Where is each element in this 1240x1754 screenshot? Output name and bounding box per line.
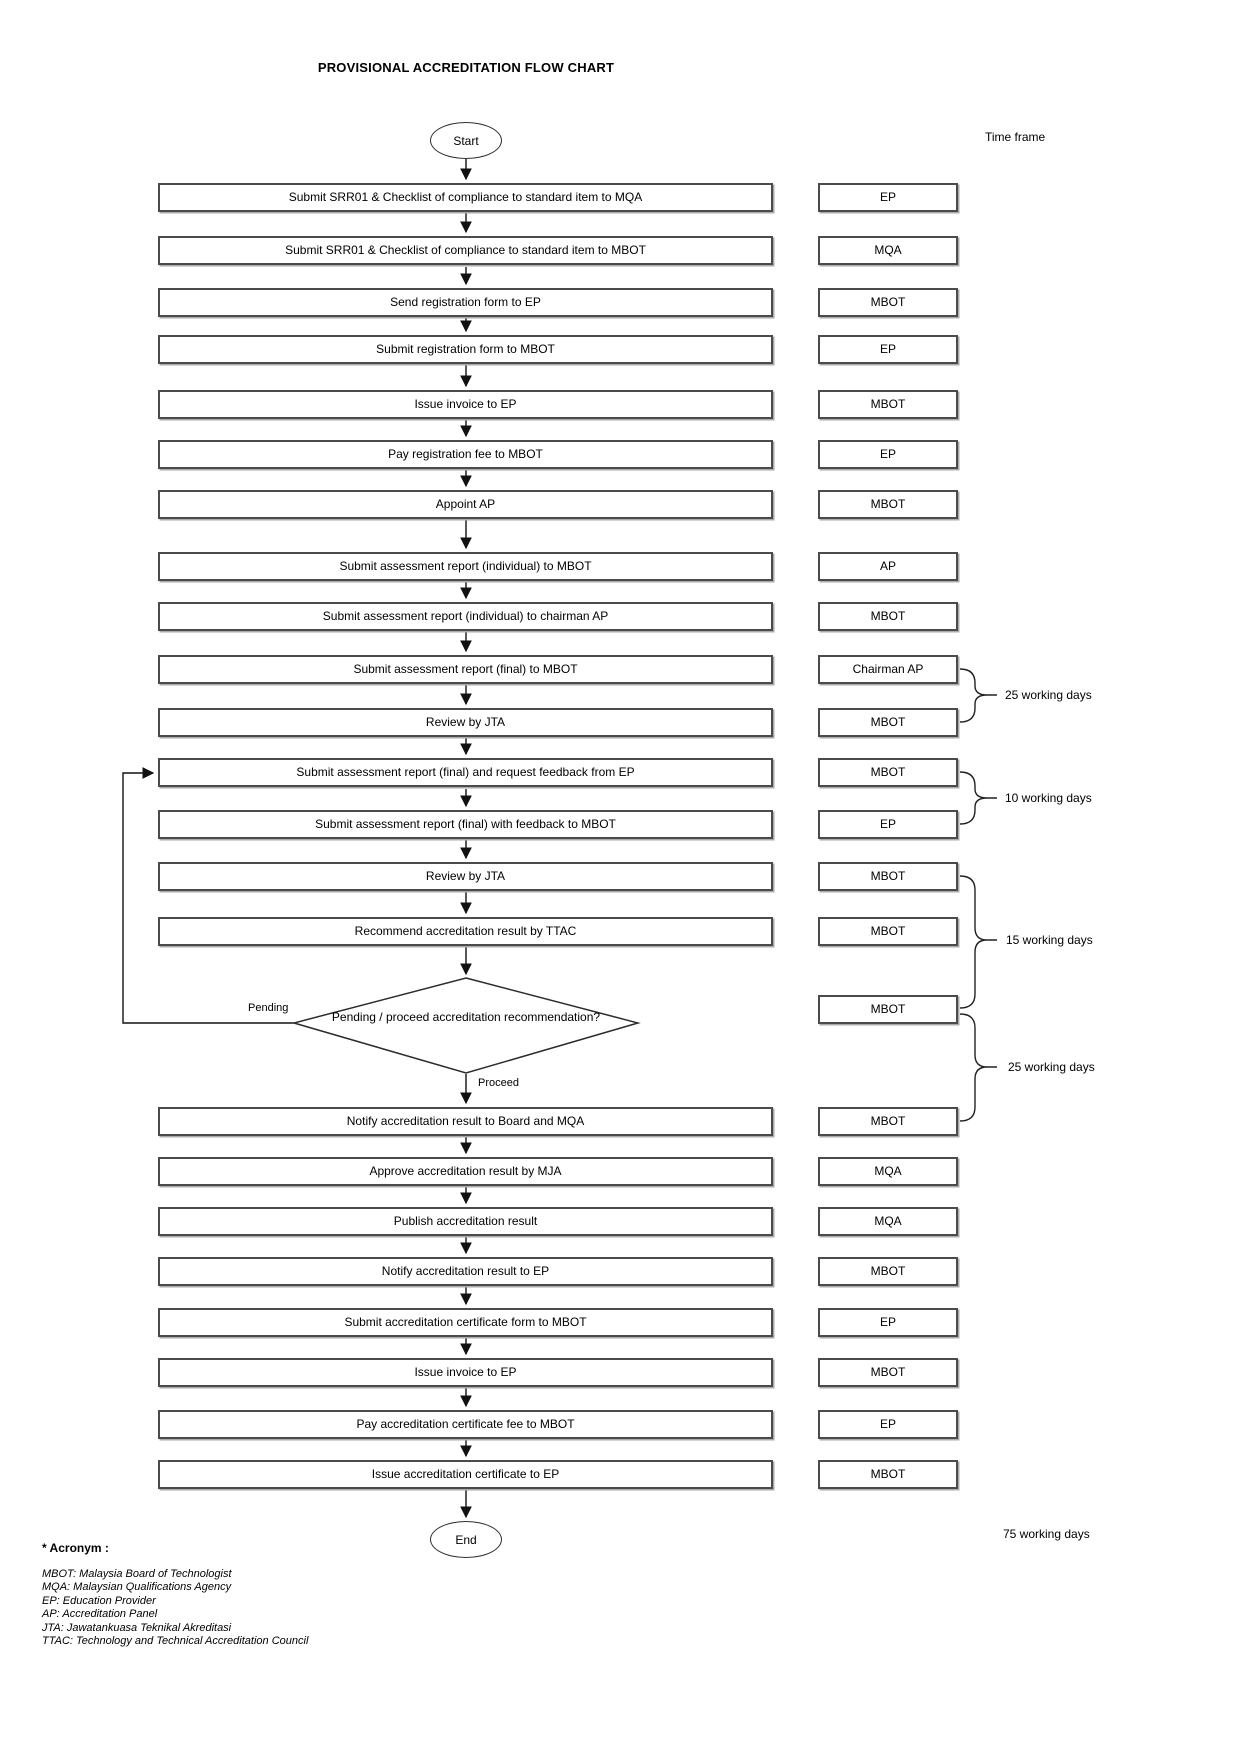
step-box: Submit accreditation certificate form to… <box>158 1308 773 1337</box>
step-box: Submit SRR01 & Checklist of compliance t… <box>158 236 773 265</box>
start-node: Start <box>430 122 502 159</box>
step-box: Submit assessment report (individual) to… <box>158 552 773 581</box>
actor-box: MBOT <box>818 917 958 946</box>
acronym-item: MBOT: Malaysia Board of Technologist <box>42 1568 232 1580</box>
acronym-legend: MBOT: Malaysia Board of Technologist MQA… <box>42 1568 308 1648</box>
step-box: Issue invoice to EP <box>158 390 773 419</box>
actor-box: AP <box>818 552 958 581</box>
step-box: Submit assessment report (individual) to… <box>158 602 773 631</box>
actor-box: MBOT <box>818 862 958 891</box>
actor-box: MBOT <box>818 1257 958 1286</box>
actor-box: MBOT <box>818 1460 958 1489</box>
actor-box: MBOT <box>818 1358 958 1387</box>
acronym-item: TTAC: Technology and Technical Accredita… <box>42 1635 309 1648</box>
actor-box: MBOT <box>818 602 958 631</box>
actor-box: MBOT <box>818 390 958 419</box>
actor-box: MQA <box>818 1157 958 1186</box>
step-box: Issue invoice to EP <box>158 1358 773 1387</box>
end-node: End <box>430 1521 502 1558</box>
bracket-15-days <box>959 875 997 1009</box>
step-box: Review by JTA <box>158 708 773 737</box>
actor-box: MQA <box>818 236 958 265</box>
step-box: Recommend accreditation result by TTAC <box>158 917 773 946</box>
step-box: Pay registration fee to MBOT <box>158 440 773 469</box>
step-box: Submit assessment report (final) with fe… <box>158 810 773 839</box>
step-box: Send registration form to EP <box>158 288 773 317</box>
step-box: Review by JTA <box>158 862 773 891</box>
decision-diamond <box>291 977 641 1074</box>
step-box: Publish accreditation result <box>158 1207 773 1236</box>
bracket-25-days-2 <box>959 1013 997 1122</box>
step-box: Appoint AP <box>158 490 773 519</box>
branch-pending-label: Pending <box>248 1002 289 1014</box>
actor-box: EP <box>818 183 958 212</box>
actor-box: EP <box>818 440 958 469</box>
acronym-item: EP: Education Provider <box>42 1594 156 1607</box>
timeframe-label: 10 working days <box>1005 791 1092 805</box>
step-box: Approve accreditation result by MJA <box>158 1157 773 1186</box>
actor-box: MBOT <box>818 288 958 317</box>
timeframe-column-header: Time frame <box>985 130 1046 144</box>
actor-box: MBOT <box>818 1107 958 1136</box>
timeframe-label: 25 working days <box>1005 688 1092 702</box>
step-box: Submit assessment report (final) and req… <box>158 758 773 787</box>
actor-box: EP <box>818 1410 958 1439</box>
bracket-10-days <box>959 771 997 825</box>
timeframe-label: 15 working days <box>1006 933 1093 947</box>
actor-box: Chairman AP <box>818 655 958 684</box>
step-box: Notify accreditation result to Board and… <box>158 1107 773 1136</box>
step-box: Submit registration form to MBOT <box>158 335 773 364</box>
actor-box: EP <box>818 810 958 839</box>
timeframe-brackets <box>959 668 997 1122</box>
step-box: Submit assessment report (final) to MBOT <box>158 655 773 684</box>
acronym-item: AP: Accreditation Panel <box>42 1608 158 1621</box>
actor-box: MBOT <box>818 490 958 519</box>
step-box: Notify accreditation result to EP <box>158 1257 773 1286</box>
acronym-heading: * Acronym : <box>42 1541 109 1555</box>
actor-box: EP <box>818 335 958 364</box>
actor-box: EP <box>818 1308 958 1337</box>
page-title: PROVISIONAL ACCREDITATION FLOW CHART <box>317 60 615 75</box>
actor-box-decision: MBOT <box>818 995 958 1024</box>
branch-proceed-label: Proceed <box>478 1077 519 1089</box>
actor-box: MBOT <box>818 758 958 787</box>
timeframe-label: 75 working days <box>1003 1527 1090 1541</box>
decision-label: Pending / proceed accreditation recommen… <box>331 1010 601 1024</box>
start-label: Start <box>453 133 479 148</box>
timeframe-label: 25 working days <box>1008 1060 1095 1074</box>
acronym-item: MQA: Malaysian Qualifications Agency <box>42 1581 232 1594</box>
actor-box: MBOT <box>818 708 958 737</box>
step-box: Pay accreditation certificate fee to MBO… <box>158 1410 773 1439</box>
step-box: Submit SRR01 & Checklist of compliance t… <box>158 183 773 212</box>
actor-box: MQA <box>818 1207 958 1236</box>
bracket-25-days-1 <box>959 668 997 723</box>
step-box: Issue accreditation certificate to EP <box>158 1460 773 1489</box>
end-label: End <box>455 1532 477 1547</box>
acronym-item: JTA: Jawatankuasa Teknikal Akreditasi <box>42 1621 232 1634</box>
